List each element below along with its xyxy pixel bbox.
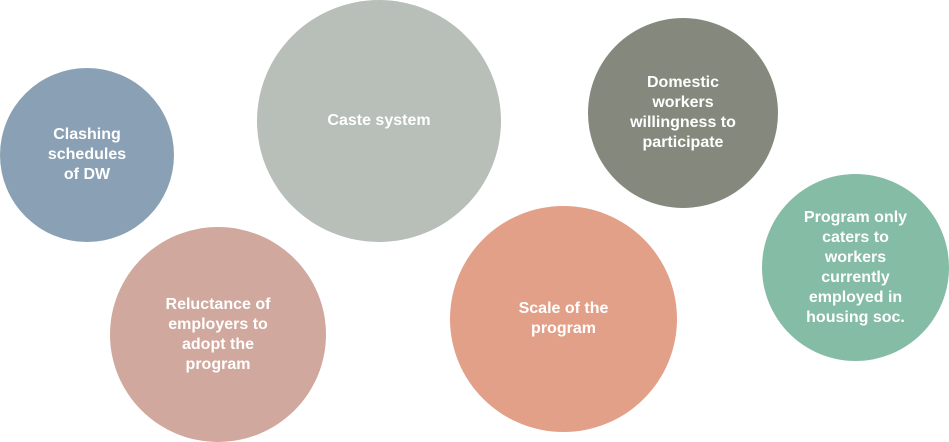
bubble-caste-system: Caste system xyxy=(257,0,501,242)
bubble-label: Program only caters to workers currently… xyxy=(803,208,908,326)
bubble-label: Clashing schedules of DW xyxy=(47,126,127,183)
bubble-domestic-workers-willingness: Domestic workers willingness to particip… xyxy=(588,18,778,208)
bubble-program-housing-soc: Program only caters to workers currently… xyxy=(762,174,949,361)
bubble-label: Reluctance of employers to adopt the pro… xyxy=(165,295,271,373)
bubble-label: Scale of the program xyxy=(518,300,609,337)
bubble-scale-of-program: Scale of the program xyxy=(450,206,677,432)
bubble-label: Domestic workers willingness to particip… xyxy=(630,74,736,151)
bubble-clashing-schedules: Clashing schedules of DW xyxy=(0,68,174,242)
bubble-employer-reluctance: Reluctance of employers to adopt the pro… xyxy=(110,227,326,442)
bubble-label: Caste system xyxy=(327,112,431,129)
